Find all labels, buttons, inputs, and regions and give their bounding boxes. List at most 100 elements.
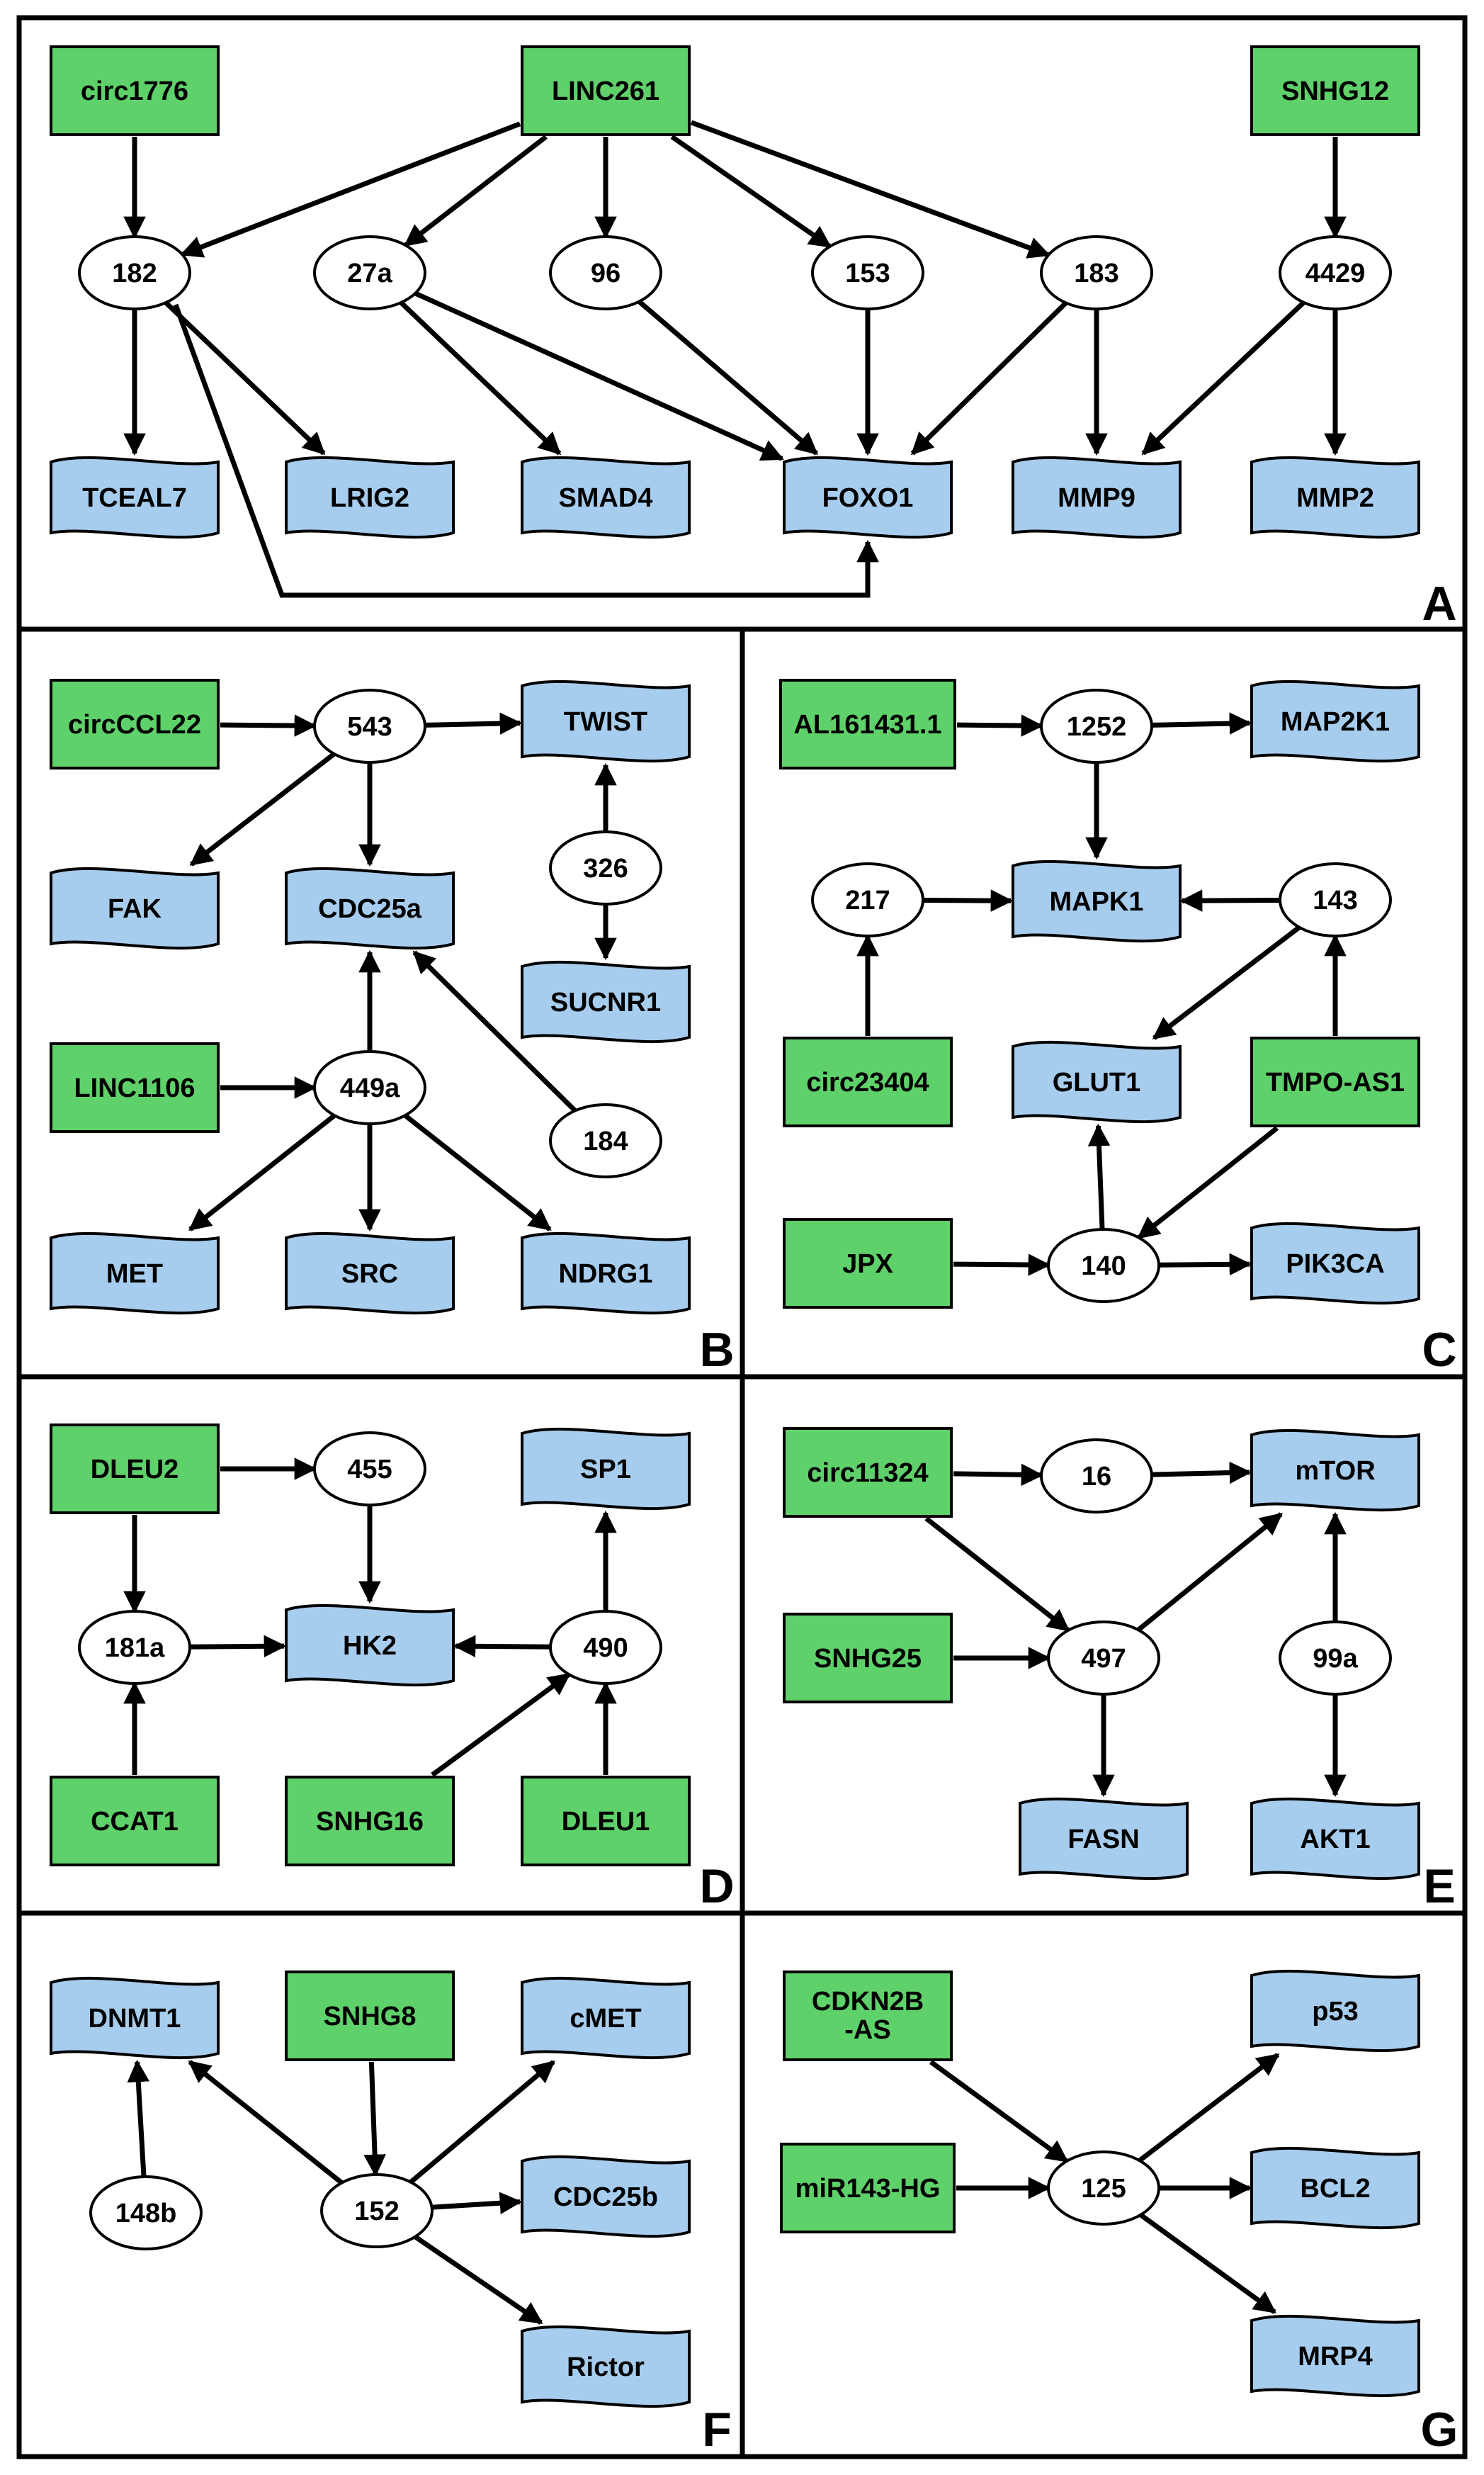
- target-node-smad4: SMAD4: [521, 456, 691, 539]
- node-label: SRC: [341, 1259, 398, 1289]
- node-label: 217: [845, 886, 890, 915]
- target-node-fasn: FASN: [1019, 1797, 1189, 1881]
- node-label: circ11324: [807, 1458, 928, 1488]
- node-label: 140: [1081, 1251, 1126, 1281]
- node-label: DNMT1: [89, 2004, 181, 2034]
- edge-linc261-to-182: [180, 121, 521, 258]
- node-label: 455: [347, 1455, 392, 1484]
- mirna-node-184: 184: [549, 1103, 662, 1178]
- target-wave-shape: [285, 1231, 455, 1315]
- lncrna-node-mir143hg: miR143-HG: [780, 2143, 956, 2233]
- node-label: 143: [1313, 886, 1357, 915]
- target-node-rictor: Rictor: [521, 2325, 691, 2408]
- target-node-map2k1: MAP2K1: [1250, 680, 1420, 763]
- mirna-node-182: 182: [78, 235, 191, 310]
- lncrna-box: [1250, 1037, 1420, 1127]
- mirna-ellipse: [313, 235, 426, 310]
- edge-cdkn2bas-to-125: [929, 2060, 1069, 2163]
- target-node-twist: TWIST: [521, 680, 691, 763]
- mirna-ellipse: [1047, 2150, 1160, 2226]
- edge-125-to-mrp4: [1139, 2213, 1277, 2314]
- lncrna-box: [521, 45, 691, 136]
- target-wave-shape: [50, 456, 220, 539]
- node-label: 183: [1074, 259, 1118, 288]
- lncrna-box: [285, 1971, 455, 2061]
- lncrna-box: [50, 679, 220, 769]
- target-wave-shape: [285, 867, 455, 950]
- lncrna-box: [783, 1218, 953, 1309]
- lncrna-box: [50, 1423, 220, 1514]
- target-node-mmp9: MMP9: [1012, 456, 1182, 539]
- mirna-node-326: 326: [549, 830, 662, 906]
- node-label: 96: [591, 259, 621, 288]
- node-label: SMAD4: [558, 483, 652, 513]
- target-node-mrp4: MRP4: [1250, 2314, 1420, 2398]
- lncrna-node-dleu1: DLEU1: [521, 1776, 691, 1866]
- node-label: Rictor: [567, 2352, 645, 2382]
- node-label: BCL2: [1300, 2174, 1370, 2204]
- mirna-ellipse: [549, 235, 662, 310]
- node-label: 181a: [105, 1633, 165, 1663]
- edge-152-to-dnmt1: [188, 2060, 344, 2185]
- lncrna-box: [780, 2143, 956, 2233]
- lncrna-node-linc1106: LINC1106: [50, 1042, 220, 1133]
- node-label: DLEU2: [91, 1455, 179, 1484]
- panel-letter-d: D: [699, 1859, 734, 1913]
- target-node-dnmt1: DNMT1: [50, 1976, 220, 2060]
- node-label: 153: [845, 259, 890, 288]
- edge-543-to-fak: [189, 752, 336, 867]
- node-label: LRIG2: [330, 483, 409, 513]
- edge-circ11324-to-16: [953, 1463, 1044, 1487]
- node-label: MAP2K1: [1281, 707, 1390, 737]
- target-wave-shape: [1012, 859, 1182, 943]
- target-wave-shape: [1012, 1040, 1182, 1124]
- lncrna-box: [521, 1776, 691, 1866]
- target-wave-shape: [1250, 1222, 1420, 1305]
- mirna-node-1252: 1252: [1040, 689, 1153, 764]
- target-node-lrig2: LRIG2: [285, 456, 455, 539]
- target-wave-shape: [521, 1231, 691, 1315]
- target-node-bcl2: BCL2: [1250, 2146, 1420, 2230]
- node-label: JPX: [842, 1249, 893, 1279]
- edge-linc261-to-153: [670, 135, 832, 249]
- panel-a-border: [16, 15, 1468, 632]
- node-label: LINC261: [552, 77, 659, 106]
- edge-182-to-lrig2: [164, 300, 326, 456]
- mirna-ellipse: [1040, 1438, 1153, 1513]
- target-wave-shape: [50, 867, 220, 950]
- mirna-node-99a: 99a: [1279, 1620, 1392, 1696]
- edge-449a-to-ndrg1: [403, 1113, 552, 1231]
- target-node-mtor: mTOR: [1250, 1428, 1420, 1512]
- node-label: TWIST: [564, 707, 647, 737]
- lncrna-node-circ1776: circ1776: [50, 45, 220, 136]
- mirna-ellipse: [1047, 1620, 1160, 1696]
- target-node-glut1: GLUT1: [1012, 1040, 1182, 1124]
- edge-217-to-mapk1: [922, 889, 1014, 912]
- node-label: MET: [106, 1259, 163, 1289]
- panel-letter-b: B: [699, 1323, 734, 1377]
- node-label: MMP2: [1296, 483, 1374, 513]
- panel-g-border: [740, 1910, 1468, 2459]
- node-label: GLUT1: [1053, 1068, 1141, 1098]
- edge-152-to-rictor: [414, 2234, 543, 2325]
- mirna-ellipse: [320, 2173, 434, 2248]
- lncrna-node-snhg16: SNHG16: [285, 1776, 455, 1866]
- mirna-node-497: 497: [1047, 1620, 1160, 1696]
- lncrna-node-circ23404: circ23404: [783, 1037, 953, 1127]
- edge-140-to-glut1: [1087, 1123, 1111, 1230]
- node-label: PIK3CA: [1286, 1249, 1384, 1279]
- mirna-ellipse: [811, 862, 924, 937]
- edge-182-to-foxo1: [173, 303, 879, 598]
- mirna-ellipse: [1047, 1228, 1160, 1303]
- target-node-mmp2: MMP2: [1250, 456, 1420, 539]
- mirna-ellipse: [1040, 235, 1153, 310]
- target-node-ndrg1: NDRG1: [521, 1231, 691, 1315]
- target-node-sp1: SP1: [521, 1427, 691, 1511]
- node-label: 4429: [1305, 259, 1366, 288]
- node-label: TMPO-AS1: [1266, 1068, 1405, 1098]
- mirna-node-183: 183: [1040, 235, 1153, 310]
- node-label: 449a: [340, 1073, 400, 1103]
- target-node-cdc25a: CDC25a: [285, 867, 455, 950]
- node-label: CDC25a: [318, 894, 422, 924]
- edge-linc261-to-183: [690, 120, 1051, 259]
